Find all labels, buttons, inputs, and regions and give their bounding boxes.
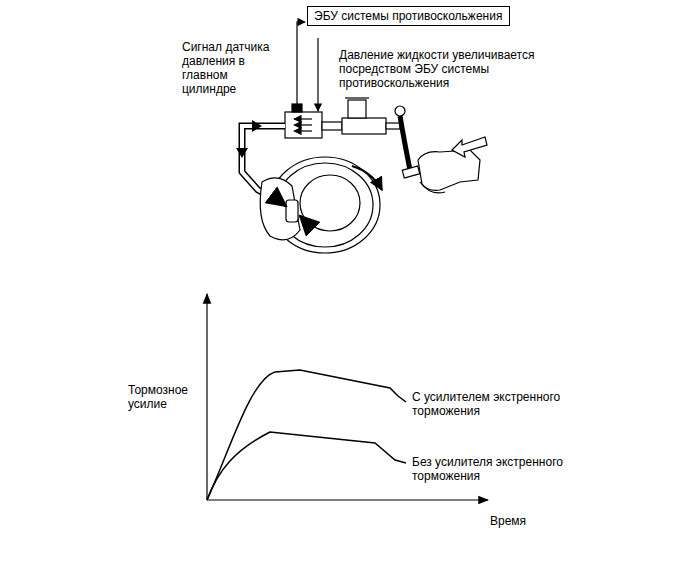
rotation-arrow	[352, 166, 382, 190]
curve-without-assist	[207, 432, 406, 500]
hub	[300, 175, 360, 231]
callout-label: Сигнал датчика давления в главном цилинд…	[182, 40, 274, 96]
pedal-pivot	[395, 106, 405, 116]
pressure-sensor	[292, 104, 302, 112]
y-axis	[206, 294, 207, 500]
signal-wire	[297, 22, 305, 104]
master-cylinder	[342, 118, 386, 134]
driver-foot	[418, 150, 480, 190]
brake-pad	[286, 200, 298, 222]
callout-label: Давление жидкости увеличивается посредст…	[339, 48, 554, 90]
chart-label: Тормозное усилие	[128, 383, 204, 411]
x-axis	[207, 499, 488, 500]
chart-label: Время	[490, 514, 570, 528]
ecu-box: ЭБУ системы противоскольжения	[307, 6, 510, 26]
brake-pedal	[400, 116, 410, 170]
brake-pipe	[322, 122, 342, 130]
actuator	[285, 112, 322, 138]
box-text: ЭБУ системы противоскольжения	[314, 9, 503, 23]
chart-label: Без усилителя экстренного торможения	[412, 455, 582, 483]
chart-label: С усилителем экстренного торможения	[412, 390, 582, 418]
control-wire	[317, 38, 318, 111]
curve-with-assist	[207, 370, 406, 500]
push-arrow	[452, 137, 487, 157]
reservoir	[348, 100, 366, 118]
caliper	[260, 178, 300, 240]
